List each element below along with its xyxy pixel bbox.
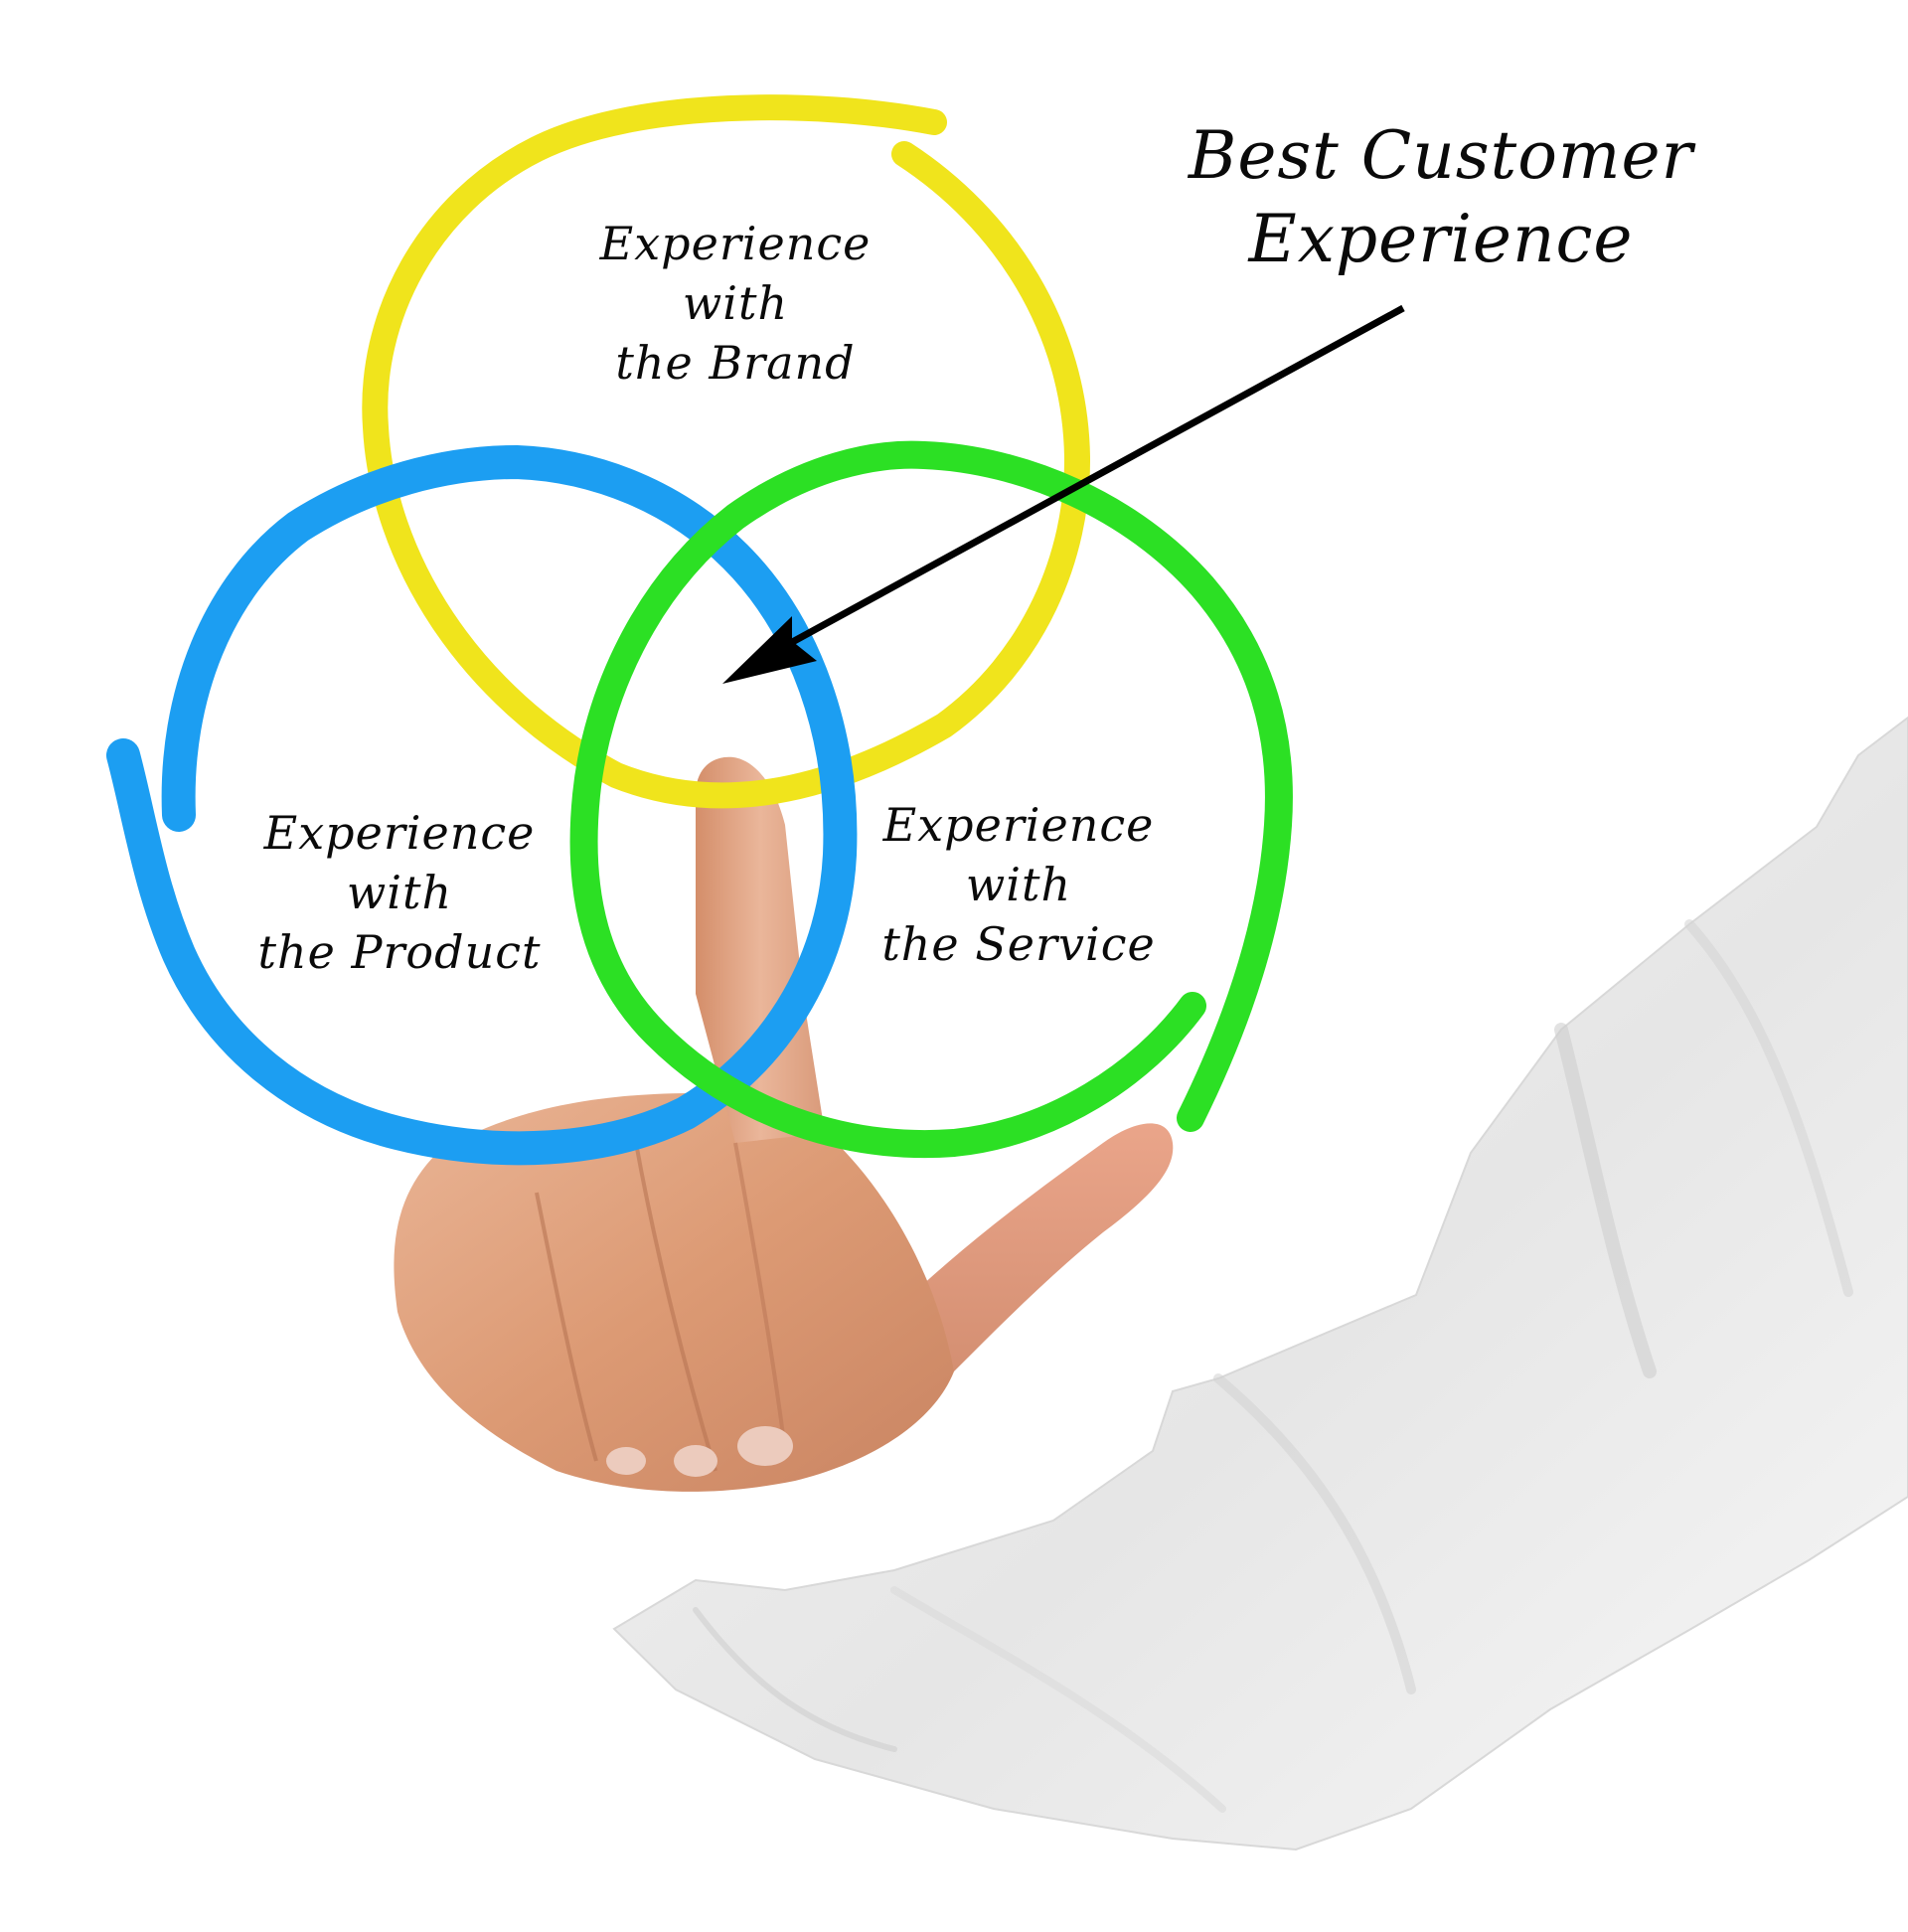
headline-line-1: Best Customer [1188,117,1694,194]
brand-label-line-2: with [682,276,789,330]
product-label-line-1: Experience [263,806,536,860]
headline: Best Customer Experience [1123,114,1759,281]
sleeve-illustration [612,716,1908,1852]
product-circle [106,444,858,1166]
hand-illustration [394,756,1174,1492]
venn-circles [106,94,1293,1166]
brand-label: Experience with the Brand [556,214,914,393]
service-label: Experience with the Service [840,795,1197,974]
service-label-line-3: the Service [881,917,1156,971]
service-circle [569,440,1293,1159]
brand-label-line-1: Experience [599,217,872,270]
brand-label-line-3: the Brand [615,336,856,390]
arrow-illustration [722,304,1405,684]
product-label-line-3: the Product [257,925,542,979]
product-label: Experience with the Product [221,803,578,982]
service-label-line-1: Experience [882,798,1155,852]
product-label-line-2: with [346,866,453,919]
service-label-line-2: with [965,858,1072,911]
headline-line-2: Experience [1248,201,1634,277]
